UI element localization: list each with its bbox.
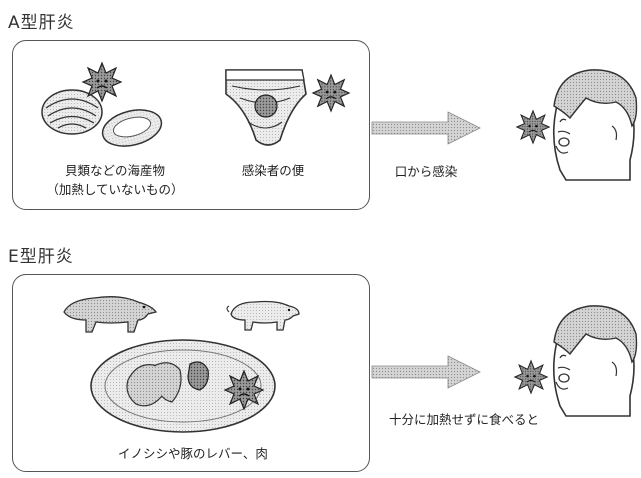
- arrow-icon: [371, 355, 481, 389]
- shellfish-icon: [41, 89, 163, 147]
- meat-label: イノシシや豚のレバー、肉: [118, 446, 268, 461]
- pig-icon: [226, 300, 300, 331]
- virus-icon: [81, 61, 123, 103]
- boar-icon: [63, 296, 158, 333]
- virus-icon: [223, 369, 265, 411]
- diaper-icon: [225, 69, 307, 146]
- arrow-icon: [371, 111, 481, 145]
- person-head-icon: [552, 305, 638, 417]
- shellfish-label-line2: （加熱していないもの）: [46, 182, 184, 197]
- section-a-title: A型肝炎: [8, 13, 75, 33]
- route-label-e: 十分に加熱せずに食べると: [388, 412, 539, 427]
- route-label-a: 口から感染: [394, 164, 458, 179]
- virus-icon: [515, 109, 551, 145]
- virus-icon: [311, 73, 351, 113]
- person-head-icon: [552, 69, 638, 181]
- shellfish-label-line1: 貝類などの海産物: [64, 163, 165, 178]
- virus-icon: [513, 359, 549, 395]
- section-e-title: E型肝炎: [8, 247, 74, 267]
- meat-plate-icon: [90, 339, 276, 433]
- shellfish-label: 貝類などの海産物 （加熱していないもの）: [40, 161, 190, 199]
- feces-label: 感染者の便: [241, 163, 305, 178]
